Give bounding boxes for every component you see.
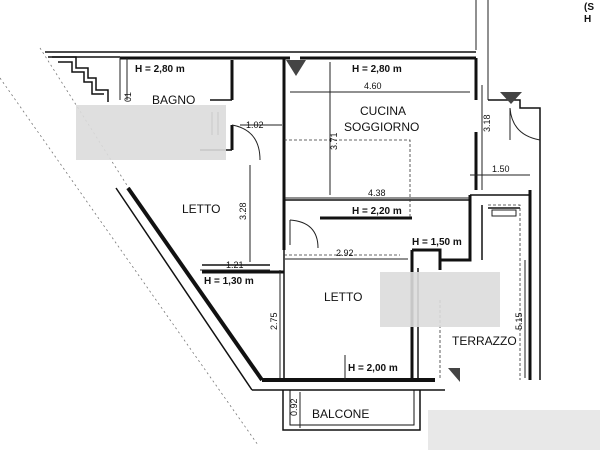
height-balcone: H = 2,00 m [348,363,398,374]
building-edge [475,0,489,100]
dim-0-92: 0.92 [289,398,299,416]
dim-1-02: 1.02 [246,120,264,130]
dim-1-21: 1.21 [226,260,244,270]
dim-5-15: 5.15 [514,312,524,330]
overhead-lines [284,139,521,380]
dim-01: 01 [123,92,133,102]
room-letto-1: LETTO [182,202,220,216]
corner-text-1: (S [584,2,594,13]
room-soggiorno: SOGGIORNO [344,120,419,134]
room-letto-2: LETTO [324,290,362,304]
dim-4-38: 4.38 [368,188,386,198]
height-corridor: H = 1,50 m [412,237,462,248]
room-balcone: BALCONE [312,407,369,421]
dim-2-92: 2.92 [336,248,354,258]
redacted-area [428,410,600,450]
room-cucina: CUCINA [360,104,406,118]
height-cucina: H = 2,80 m [352,64,402,75]
corner-text-2: H [584,14,591,25]
dimension-lines [200,62,530,428]
stair-markers [286,60,522,382]
walls [45,51,541,431]
dim-3-71: 3.71 [329,132,339,150]
dim-3-28: 3.28 [238,202,248,220]
height-letto1: H = 1,30 m [204,276,254,287]
room-terrazzo: TERRAZZO [452,334,517,348]
height-bagno: H = 2,80 m [135,64,185,75]
site-boundary-lines [0,47,259,446]
height-letto2: H = 2,20 m [352,206,402,217]
redacted-area [380,272,500,327]
dim-2-75: 2.75 [269,312,279,330]
dim-4-60: 4.60 [364,81,382,91]
dim-3-18: 3.18 [482,114,492,132]
room-bagno: BAGNO [152,93,195,107]
dim-1-50: 1.50 [492,164,510,174]
redacted-area [76,105,226,160]
